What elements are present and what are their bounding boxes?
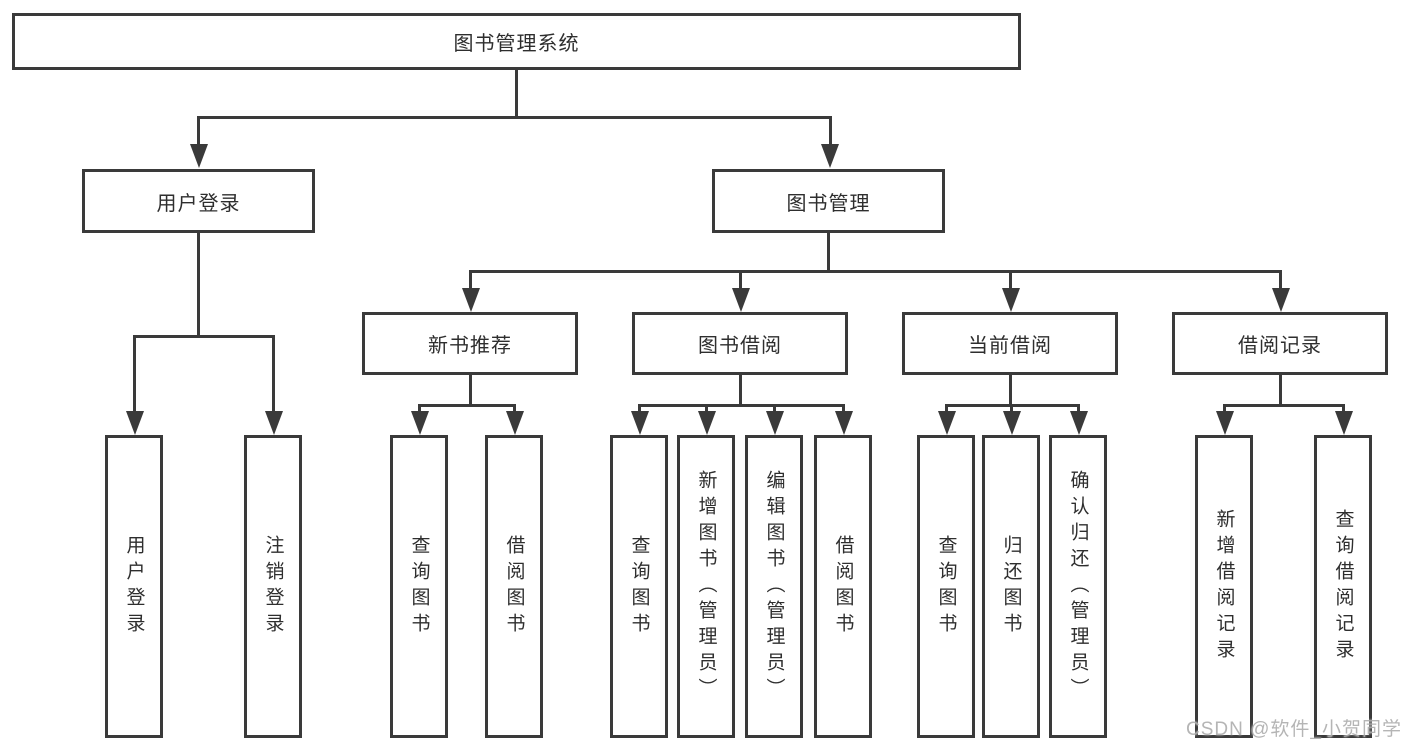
arrowhead-down-icon: [126, 411, 144, 435]
arrowhead-down-icon: [265, 411, 283, 435]
connector-line: [1279, 375, 1282, 407]
leaf-confirm-return-admin: 确认归还（管理员）: [1049, 435, 1107, 738]
node-label: 新书推荐: [428, 335, 512, 357]
connector-line: [827, 233, 830, 273]
connector-line: [705, 404, 708, 416]
leaf-add-borrow-record: 新增借阅记录: [1195, 435, 1253, 738]
connector-line: [513, 404, 516, 416]
leaf-label: 查询图书: [628, 534, 650, 639]
leaf-label: 注销登录: [262, 534, 284, 639]
node-label: 用户登录: [156, 192, 241, 215]
connector-line: [638, 404, 641, 416]
connector-line: [469, 375, 472, 407]
leaf-label: 查询图书: [935, 534, 957, 639]
leaf-label: 查询图书: [408, 534, 430, 639]
connector-line: [1279, 270, 1282, 290]
arrowhead-down-icon: [190, 144, 208, 168]
arrowhead-down-icon: [1272, 288, 1290, 312]
leaf-label: 查询借阅记录: [1332, 508, 1354, 665]
connector-line: [1077, 404, 1080, 416]
connector-line: [842, 404, 845, 416]
leaf-borrow-book-2: 借阅图书: [814, 435, 872, 738]
leaf-borrow-book-1: 借阅图书: [485, 435, 543, 738]
connector-line: [469, 270, 472, 290]
leaf-label: 编辑图书（管理员）: [763, 469, 785, 704]
connector-line: [739, 270, 742, 290]
leaf-label: 用户登录: [123, 534, 145, 639]
arrowhead-down-icon: [766, 411, 784, 435]
connector-line: [739, 375, 742, 407]
arrowhead-down-icon: [1002, 288, 1020, 312]
connector-line: [1223, 404, 1345, 407]
connector-line: [197, 116, 200, 148]
connector-line: [1009, 270, 1012, 290]
arrowhead-down-icon: [698, 411, 716, 435]
arrowhead-down-icon: [462, 288, 480, 312]
connector-line: [1223, 404, 1226, 416]
arrowhead-down-icon: [732, 288, 750, 312]
connector-line: [197, 233, 200, 338]
arrowhead-down-icon: [1070, 411, 1088, 435]
leaf-label: 归还图书: [1000, 534, 1022, 639]
leaf-label: 借阅图书: [503, 534, 525, 639]
csdn-watermark: CSDN @软件_小贺同学: [1186, 719, 1402, 740]
leaf-label: 新增借阅记录: [1213, 508, 1235, 665]
connector-line: [1342, 404, 1345, 416]
connector-line: [638, 404, 845, 407]
node-label: 当前借阅: [968, 335, 1052, 357]
node-new-book-recommend: 新书推荐: [362, 312, 578, 375]
arrowhead-down-icon: [1003, 411, 1021, 435]
arrowhead-down-icon: [506, 411, 524, 435]
connector-line: [469, 270, 1282, 273]
leaf-logout: 注销登录: [244, 435, 302, 738]
connector-line: [272, 335, 275, 415]
leaf-label: 新增图书（管理员）: [695, 469, 717, 704]
connector-line: [133, 335, 275, 338]
arrowhead-down-icon: [1335, 411, 1353, 435]
node-root-system: 图书管理系统: [12, 13, 1021, 70]
arrowhead-down-icon: [411, 411, 429, 435]
leaf-label: 借阅图书: [832, 534, 854, 639]
connector-line: [515, 68, 518, 118]
connector-line: [197, 116, 832, 119]
connector-line: [945, 404, 948, 416]
node-borrow-record: 借阅记录: [1172, 312, 1388, 375]
leaf-label: 确认归还（管理员）: [1067, 469, 1089, 704]
arrowhead-down-icon: [835, 411, 853, 435]
connector-line: [418, 404, 421, 416]
connector-line: [133, 335, 136, 415]
leaf-edit-book-admin: 编辑图书（管理员）: [745, 435, 803, 738]
arrowhead-down-icon: [1216, 411, 1234, 435]
leaf-add-book-admin: 新增图书（管理员）: [677, 435, 735, 738]
node-book-borrow: 图书借阅: [632, 312, 848, 375]
arrowhead-down-icon: [938, 411, 956, 435]
node-label: 图书管理: [786, 192, 871, 215]
arrowhead-down-icon: [821, 144, 839, 168]
leaf-query-book-1: 查询图书: [390, 435, 448, 738]
connector-line: [829, 116, 832, 148]
leaf-return-book: 归还图书: [982, 435, 1040, 738]
arrowhead-down-icon: [631, 411, 649, 435]
leaf-query-borrow-record: 查询借阅记录: [1314, 435, 1372, 738]
leaf-user-login: 用户登录: [105, 435, 163, 738]
node-current-borrow: 当前借阅: [902, 312, 1118, 375]
node-user-login-branch: 用户登录: [82, 169, 315, 233]
leaf-query-book-3: 查询图书: [917, 435, 975, 738]
connector-line: [1009, 375, 1012, 407]
leaf-query-book-2: 查询图书: [610, 435, 668, 738]
node-label: 借阅记录: [1238, 335, 1322, 357]
node-label: 图书借阅: [698, 335, 782, 357]
connector-line: [1010, 404, 1013, 416]
node-book-management-branch: 图书管理: [712, 169, 945, 233]
node-root-label: 图书管理系统: [453, 33, 580, 55]
connector-line: [418, 404, 516, 407]
connector-line: [773, 404, 776, 416]
